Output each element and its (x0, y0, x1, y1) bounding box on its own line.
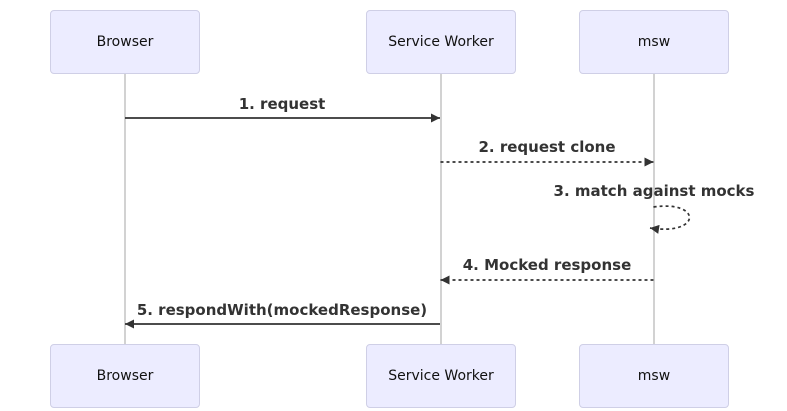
lifeline-msw (653, 74, 655, 345)
arrow-self-loop-match-mocks (649, 205, 691, 234)
actor-top-service-worker: Service Worker (366, 10, 516, 74)
actor-bottom-browser: Browser (50, 344, 200, 408)
actor-top-browser: Browser (50, 10, 200, 74)
message-label-request-clone: 2. request clone (478, 138, 616, 156)
lifeline-browser (124, 74, 126, 345)
message-label-match-against-mocks: 3. match against mocks (553, 182, 755, 200)
message-label-mocked-response: 4. Mocked response (462, 256, 632, 274)
message-label-respond-with: 5. respondWith(mockedResponse) (136, 301, 428, 319)
actor-bottom-msw: msw (579, 344, 729, 408)
message-label-request: 1. request (238, 95, 326, 113)
lifeline-service-worker (440, 74, 442, 345)
actor-top-msw: msw (579, 10, 729, 74)
actor-bottom-service-worker: Service Worker (366, 344, 516, 408)
